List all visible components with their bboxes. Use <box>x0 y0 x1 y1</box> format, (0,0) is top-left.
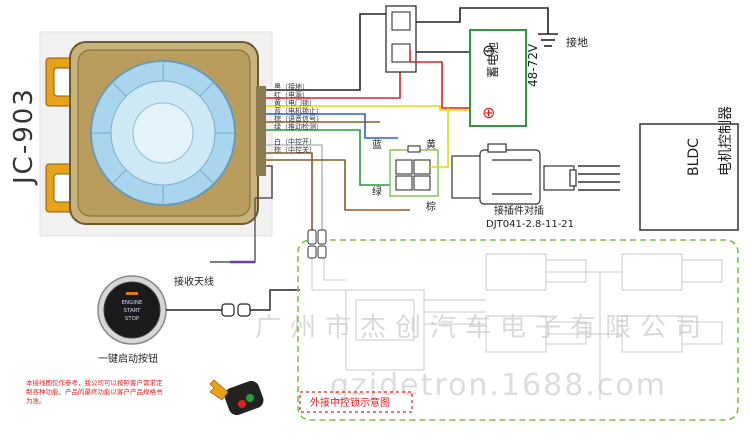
wire-label-brown-voice: 棕（语音信号） <box>274 114 323 123</box>
lock-diagram-label-box <box>299 391 413 413</box>
antenna-label: 接收天线 <box>174 275 214 288</box>
button-connector <box>221 303 251 317</box>
wire-label-yellow: 黄（电门锁） <box>274 98 316 107</box>
connector-yellow-label: 黄 <box>426 138 436 151</box>
wire-label-white: 白（中控开） <box>274 137 316 146</box>
lock-schematic <box>311 253 723 400</box>
connector-caption: 接插件对插 <box>494 204 544 217</box>
watermark-company: 广州市杰创汽车电子有限公司 <box>255 313 710 343</box>
ground-symbol <box>538 33 558 47</box>
start-button <box>103 281 161 339</box>
start-button-line1: ENGINE <box>121 300 143 306</box>
lock-input-connectors <box>307 229 327 259</box>
central-lock-region <box>297 239 739 421</box>
note-line2: 制各种功能，产品的最终功能以客户产品规格书 <box>26 387 163 396</box>
wire-harness-plug <box>256 86 266 176</box>
lock-diagram-label: 外接中控锁示意图 <box>310 396 390 409</box>
mating-plug <box>451 143 577 205</box>
watermark-site: gzjdetron.1688.com <box>330 368 667 403</box>
battery-name: 蓄电池 <box>486 42 500 78</box>
model-label: JC-903 <box>9 87 39 186</box>
battery-minus-terminal: ⊖ <box>482 41 495 60</box>
start-button-line3: STOP <box>125 316 140 322</box>
wire-label-green: 绿（推动检测） <box>274 122 323 131</box>
car-key-icon <box>209 379 264 416</box>
wire-label-red: 红（电源） <box>274 90 309 99</box>
wire-label-brown-lock: 棕（中控关） <box>274 145 316 154</box>
wire-label-black: 黑（接地） <box>274 82 309 91</box>
ground-label: 接地 <box>566 36 588 49</box>
connector-brown-label: 棕 <box>426 200 436 213</box>
connector-green-label: 绿 <box>372 185 382 198</box>
battery-plus-terminal: ⊕ <box>482 103 495 122</box>
battery-voltage: 48-72V <box>526 43 540 87</box>
note-line3: 为准。 <box>26 396 46 405</box>
note-line1: 本接线图仅作参考，我公司可以按照客户需求定 <box>26 378 163 387</box>
wire-label-blue: 蓝（电机锁止） <box>274 106 323 115</box>
bldc-controller <box>639 123 739 231</box>
controller-line1: BLDC <box>686 138 702 176</box>
connector-blue-label: 蓝 <box>372 139 382 151</box>
battery <box>469 29 527 127</box>
start-button-line2: START <box>124 308 142 314</box>
connector-part-number: DJT041-2.8-11-21 <box>486 219 574 230</box>
start-button-label: 一键启动按钮 <box>98 352 158 365</box>
controller-line2: 电机控制器 <box>718 106 734 176</box>
